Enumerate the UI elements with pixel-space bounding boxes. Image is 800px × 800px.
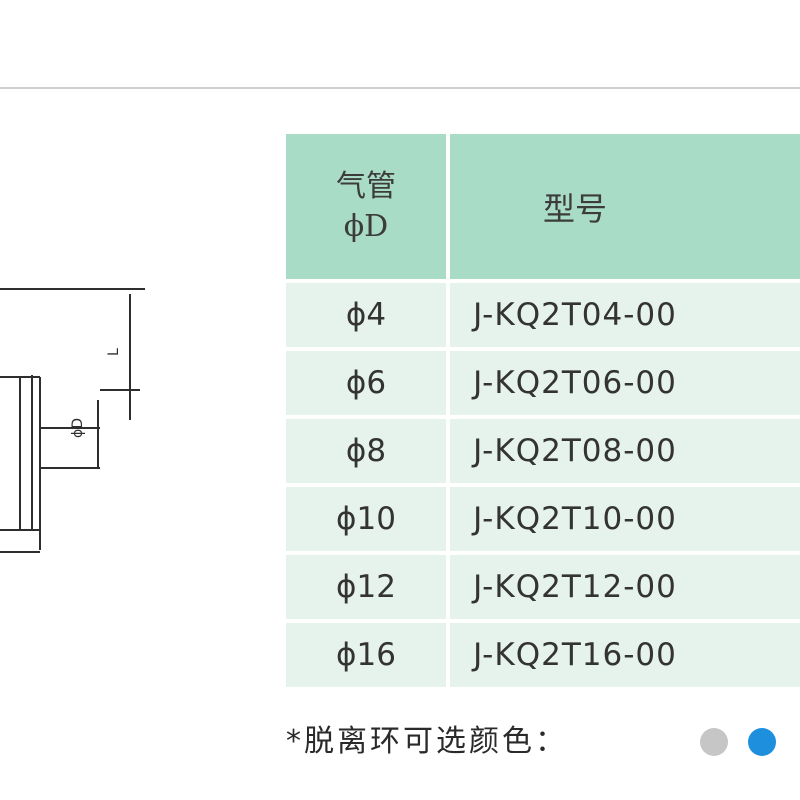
header-tube-label: 气管 bbox=[336, 168, 396, 204]
size-cell: ϕ6 bbox=[286, 351, 450, 419]
model-cell: J-KQ2T08-00 bbox=[450, 419, 800, 487]
model-cell: J-KQ2T04-00 bbox=[450, 283, 800, 351]
header-model: 型号 bbox=[450, 134, 800, 283]
table-row: ϕ12 J-KQ2T12-00 bbox=[286, 555, 800, 623]
table-row: ϕ4 J-KQ2T04-00 bbox=[286, 283, 800, 351]
gray-swatch bbox=[700, 728, 728, 756]
blue-swatch bbox=[748, 728, 776, 756]
dim-D-label: ϕD bbox=[70, 418, 86, 438]
fitting-drawing: L ϕD bbox=[0, 288, 145, 553]
header-model-label: 型号 bbox=[542, 189, 607, 228]
table-row: ϕ8 J-KQ2T08-00 bbox=[286, 419, 800, 487]
table-row: ϕ6 J-KQ2T06-00 bbox=[286, 351, 800, 419]
size-cell: ϕ10 bbox=[286, 487, 450, 555]
table-header-row: 气管 ϕD 型号 bbox=[286, 134, 800, 283]
model-spec-table: 气管 ϕD 型号 ϕ4 J-KQ2T04-00 ϕ6 J-KQ2T06-00 ϕ… bbox=[286, 134, 800, 691]
model-cell: J-KQ2T10-00 bbox=[450, 487, 800, 555]
header-tube-size: 气管 ϕD bbox=[286, 134, 450, 283]
color-options-note: *脱离环可选颜色： bbox=[286, 724, 568, 759]
table-row: ϕ16 J-KQ2T16-00 bbox=[286, 623, 800, 691]
top-divider bbox=[0, 87, 800, 89]
model-cell: J-KQ2T16-00 bbox=[450, 623, 800, 691]
size-cell: ϕ16 bbox=[286, 623, 450, 691]
size-cell: ϕ12 bbox=[286, 555, 450, 623]
model-cell: J-KQ2T06-00 bbox=[450, 351, 800, 419]
size-cell: ϕ8 bbox=[286, 419, 450, 487]
dim-L-label: L bbox=[106, 348, 122, 356]
table-row: ϕ10 J-KQ2T10-00 bbox=[286, 487, 800, 555]
header-diameter-label: ϕD bbox=[343, 208, 389, 244]
model-cell: J-KQ2T12-00 bbox=[450, 555, 800, 623]
size-cell: ϕ4 bbox=[286, 283, 450, 351]
